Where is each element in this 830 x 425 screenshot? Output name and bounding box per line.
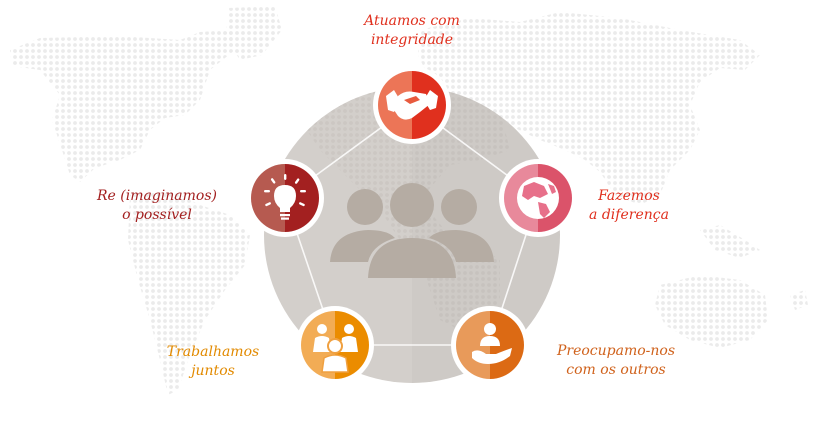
label-difference: Fazemos a diferença <box>584 187 674 225</box>
label-together-line2: juntos <box>191 363 235 379</box>
label-difference-line2: a diferença <box>589 207 669 223</box>
label-difference-line1: Fazemos <box>598 188 660 204</box>
value-together-badge[interactable] <box>296 306 374 384</box>
label-integrity-line2: integridade <box>370 32 454 48</box>
handshake-icon <box>386 90 438 120</box>
hand-holding-person-icon <box>472 323 512 364</box>
label-together-line1: Trabalhamos <box>166 344 260 360</box>
label-care: Preocupamo-nos com os outros <box>548 342 684 380</box>
value-difference-badge[interactable] <box>499 159 577 237</box>
label-reimagine-line2: o possível <box>122 207 192 223</box>
label-care-line2: com os outros <box>566 362 666 378</box>
value-integrity-badge[interactable] <box>373 66 451 144</box>
value-reimagine-badge[interactable] <box>246 159 324 237</box>
label-reimagine: Re (imaginamos) o possível <box>84 187 230 225</box>
label-care-line1: Preocupamo-nos <box>556 343 676 359</box>
label-integrity: Atuamos com integridade <box>352 12 472 50</box>
group-of-people-icon <box>330 183 494 278</box>
label-integrity-line1: Atuamos com <box>364 13 460 29</box>
label-reimagine-line1: Re (imaginamos) <box>97 188 217 204</box>
globe-icon <box>517 177 559 219</box>
value-care-badge[interactable] <box>451 306 529 384</box>
team-people-icon <box>313 324 358 373</box>
label-together: Trabalhamos juntos <box>158 343 268 381</box>
lightbulb-icon <box>264 174 306 220</box>
